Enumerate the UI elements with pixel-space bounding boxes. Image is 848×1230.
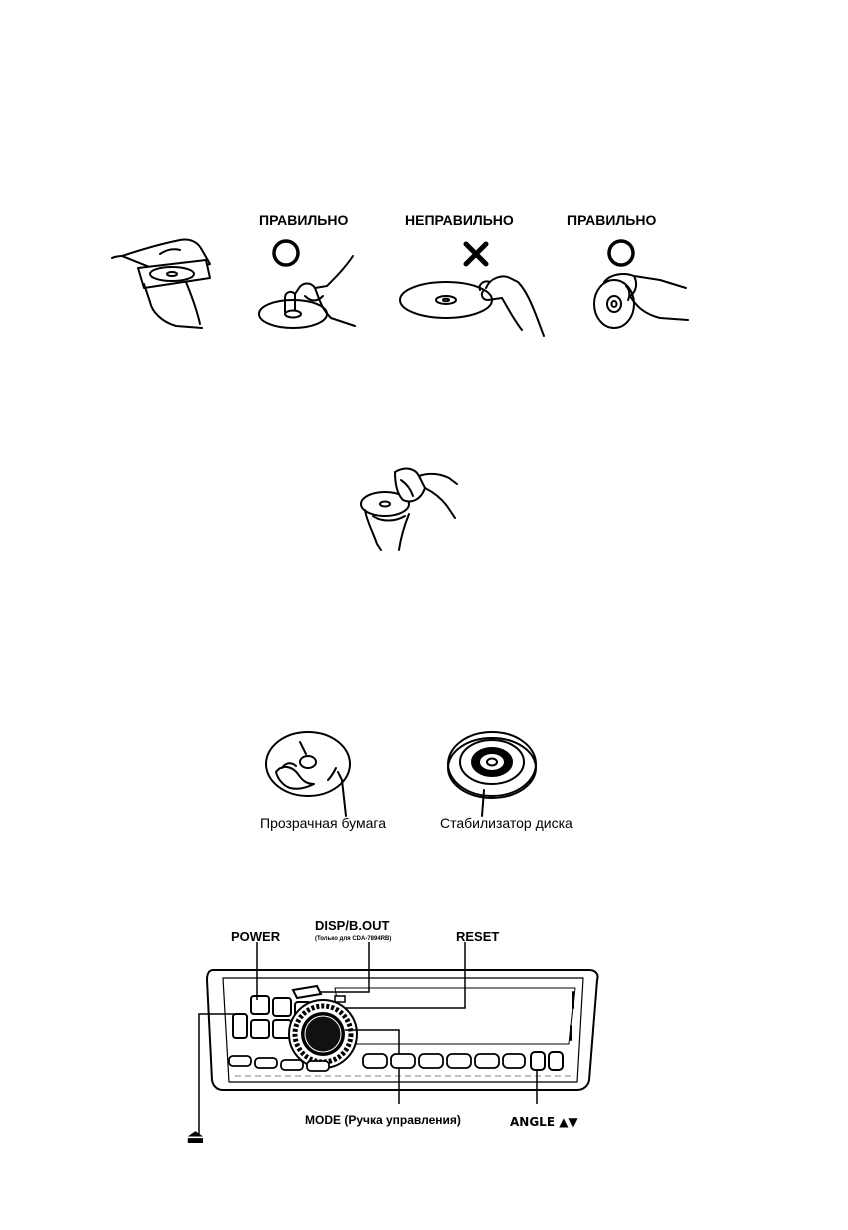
- reset-button-label: RESET: [456, 929, 500, 944]
- label-correct-2: ПРАВИЛЬНО: [567, 212, 657, 228]
- function-button[interactable]: [255, 1058, 277, 1068]
- function-button[interactable]: [281, 1060, 303, 1070]
- disc-stabilizer-illustration: [446, 728, 542, 818]
- correct-circle-icon: [606, 238, 636, 268]
- correct-circle-icon: [271, 238, 301, 268]
- reset-button[interactable]: [335, 996, 345, 1002]
- function-button[interactable]: [363, 1054, 387, 1068]
- function-button[interactable]: [229, 1056, 251, 1066]
- eject-button[interactable]: [233, 1014, 247, 1038]
- function-button[interactable]: [391, 1054, 415, 1068]
- function-button[interactable]: [307, 1061, 329, 1071]
- power-button-label: POWER: [231, 929, 281, 944]
- head-unit-front-panel: [185, 940, 605, 1110]
- label-incorrect: НЕПРАВИЛЬНО: [405, 212, 514, 228]
- disc-stabilizer-caption: Стабилизатор диска: [440, 815, 573, 831]
- wiping-disc-with-cloth-illustration: [355, 462, 465, 552]
- function-button[interactable]: [475, 1054, 499, 1068]
- function-button[interactable]: [503, 1054, 525, 1068]
- function-button[interactable]: [419, 1054, 443, 1068]
- preset-button[interactable]: [273, 998, 291, 1016]
- angle-buttons-label: ANGLE ▲▼: [510, 1115, 578, 1129]
- disp-bout-button-label: DISP/B.OUT: [315, 918, 390, 933]
- holding-disc-by-edge-illustration: [590, 266, 695, 338]
- finger-in-disc-hole-illustration: [255, 248, 360, 332]
- disp-bout-button[interactable]: [293, 986, 321, 998]
- hand-with-disc-case-illustration: [110, 232, 215, 332]
- fingers-on-disc-surface-illustration: [398, 268, 548, 340]
- mode-knob-label: MODE (Ручка управления): [305, 1113, 461, 1127]
- angle-buttons[interactable]: [531, 1052, 563, 1070]
- eject-icon: ⏏: [186, 1124, 205, 1148]
- transparent-sheet-caption: Прозрачная бумага: [260, 815, 386, 831]
- incorrect-cross-icon: [462, 240, 490, 268]
- label-correct-1: ПРАВИЛЬНО: [259, 212, 349, 228]
- transparent-sheet-disc-illustration: [262, 728, 354, 818]
- function-button[interactable]: [447, 1054, 471, 1068]
- disp-bout-note: (Только для CDA-7894RB): [315, 936, 392, 942]
- power-button[interactable]: [251, 996, 269, 1014]
- mode-rotary-knob[interactable]: [289, 1000, 357, 1068]
- preset-button[interactable]: [251, 1020, 269, 1038]
